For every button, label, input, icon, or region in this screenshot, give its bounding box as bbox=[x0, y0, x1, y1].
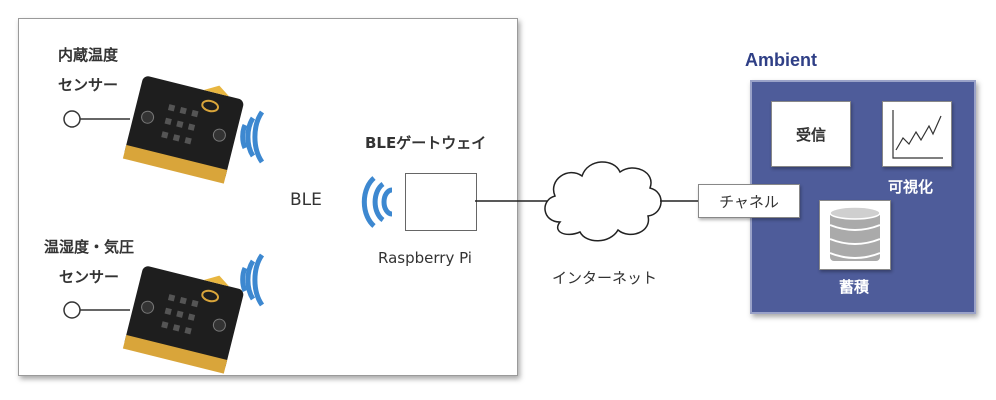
receive-label: 受信 bbox=[795, 125, 826, 144]
sensor2-label-line2: センサー bbox=[58, 268, 119, 286]
receive-box: 受信 bbox=[771, 101, 851, 167]
storage-box bbox=[819, 200, 891, 270]
sensor2-terminal-icon bbox=[63, 301, 81, 319]
database-icon bbox=[829, 206, 881, 261]
raspberry-pi-box bbox=[405, 173, 477, 231]
channel-box: チャネル bbox=[698, 184, 800, 218]
gateway-label: BLEゲートウェイ bbox=[365, 134, 487, 152]
wireless-wave-icon-1 bbox=[240, 110, 265, 164]
sensor1-label-line2: センサー bbox=[57, 76, 118, 94]
sensor2-label: 温湿度・気圧 センサー bbox=[26, 232, 152, 292]
sensor1-label: 内蔵温度 センサー bbox=[38, 40, 138, 100]
chart-icon-box bbox=[882, 101, 952, 167]
microbit-board-1-icon bbox=[122, 76, 244, 184]
wireless-wave-icon-gateway bbox=[361, 176, 393, 228]
line-chart-icon bbox=[892, 110, 943, 159]
microbit-board-2-icon bbox=[122, 266, 244, 374]
ambient-title: Ambient bbox=[745, 50, 817, 70]
sensor2-label-line1: 温湿度・気圧 bbox=[43, 238, 134, 256]
store-label: 蓄積 bbox=[839, 278, 870, 296]
ble-label: BLE bbox=[290, 190, 322, 210]
raspberry-pi-label: Raspberry Pi bbox=[378, 249, 472, 267]
sensor1-terminal-icon bbox=[63, 110, 81, 128]
channel-label: チャネル bbox=[719, 192, 779, 211]
wireless-wave-icon-2 bbox=[240, 253, 265, 307]
internet-cloud-icon bbox=[544, 161, 662, 242]
visualize-label: 可視化 bbox=[888, 178, 934, 196]
sensor1-label-line1: 内蔵温度 bbox=[57, 46, 118, 64]
internet-label: インターネット bbox=[552, 269, 658, 287]
